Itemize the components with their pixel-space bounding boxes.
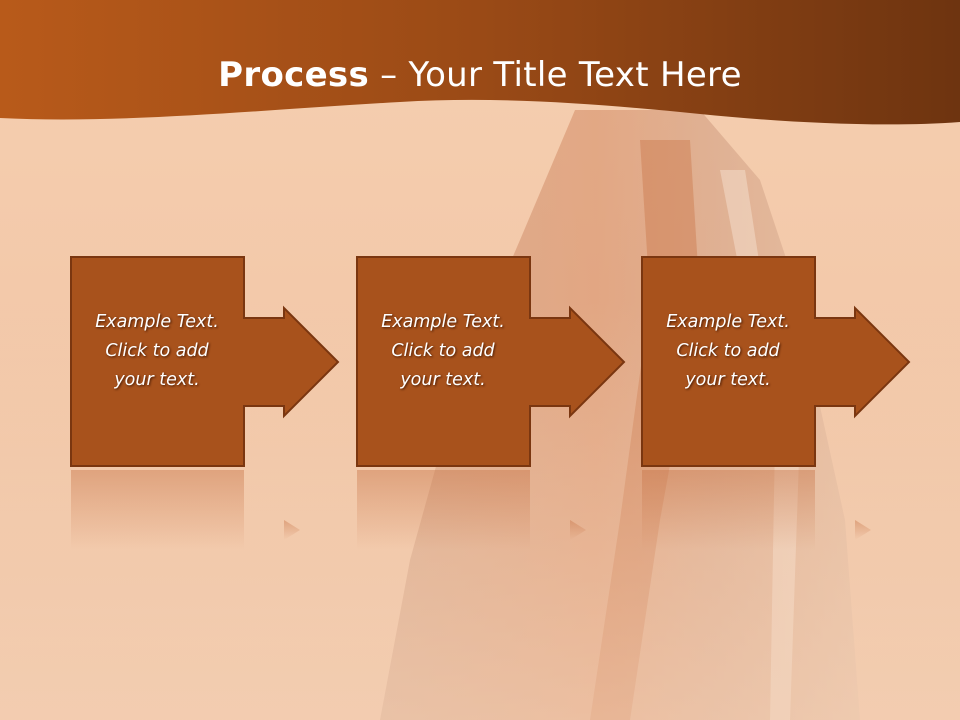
- slide-title[interactable]: Process – Your Title Text Here: [0, 52, 960, 98]
- step-text-line: Example Text.: [666, 312, 790, 332]
- step-box-arrow-shape: [70, 256, 340, 467]
- process-step-2[interactable]: Example Text. Click to add your text.: [356, 256, 626, 550]
- step-text-line: Example Text.: [95, 312, 219, 332]
- step-reflection: [357, 470, 586, 550]
- step-box-arrow-shape: [641, 256, 911, 467]
- step-text-line: Click to add: [676, 341, 780, 361]
- step-reflection: [71, 470, 300, 550]
- step-text-line: Click to add: [105, 341, 209, 361]
- process-step-1[interactable]: Example Text. Click to add your text.: [70, 256, 340, 550]
- title-rest-part: – Your Title Text Here: [369, 55, 742, 95]
- step-text[interactable]: Example Text. Click to add your text.: [78, 308, 236, 395]
- step-text-line: Click to add: [391, 341, 495, 361]
- header-band: [0, 0, 960, 125]
- process-step-3[interactable]: Example Text. Click to add your text.: [641, 256, 911, 550]
- step-box-arrow-shape: [356, 256, 626, 467]
- title-bold-part: Process: [218, 55, 370, 95]
- step-text-line: Example Text.: [381, 312, 505, 332]
- step-reflection: [642, 470, 871, 550]
- step-text[interactable]: Example Text. Click to add your text.: [649, 308, 807, 395]
- step-text-line: your text.: [685, 370, 771, 390]
- step-text-line: your text.: [114, 370, 200, 390]
- step-text-line: your text.: [400, 370, 486, 390]
- step-text[interactable]: Example Text. Click to add your text.: [364, 308, 522, 395]
